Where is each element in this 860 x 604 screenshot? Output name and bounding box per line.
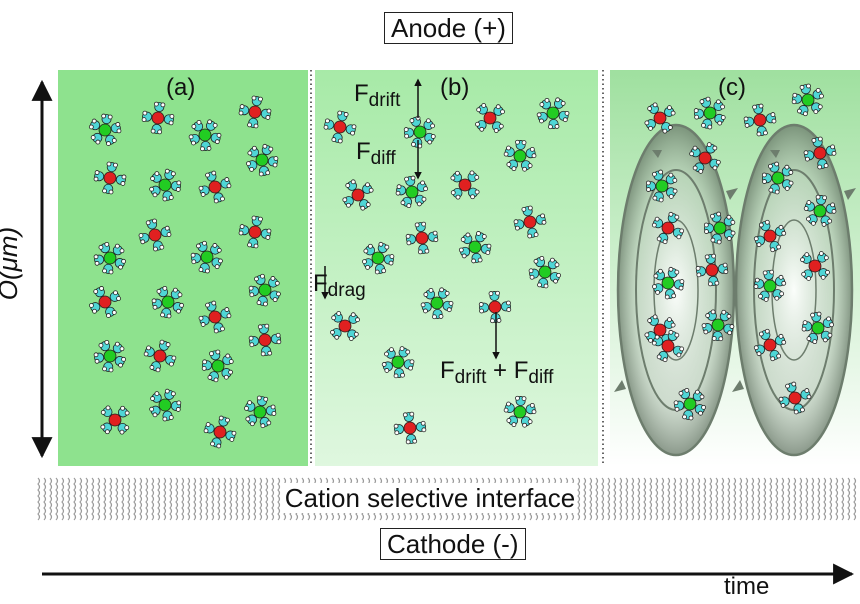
force-diff-label: Fdiff — [356, 138, 396, 169]
cation-icon — [330, 311, 360, 341]
anion-icon — [246, 143, 279, 177]
interface-label: Cation selective interface — [282, 483, 578, 513]
anion-icon — [673, 387, 706, 421]
ion-molecules — [88, 83, 837, 449]
time-axis-label: time — [724, 573, 770, 600]
anion-icon — [201, 349, 234, 383]
cation-icon — [651, 211, 685, 245]
cation-icon — [695, 253, 729, 287]
anion-icon — [803, 194, 837, 227]
cation-icon — [644, 102, 676, 134]
cation-icon — [478, 290, 512, 324]
anion-icon — [703, 211, 736, 245]
panel-b-label: (b) — [440, 74, 470, 101]
vortex-right — [734, 123, 854, 457]
anion-icon — [753, 269, 787, 302]
anion-icon — [701, 309, 735, 342]
anion-icon — [381, 346, 415, 379]
cation-icon — [405, 221, 439, 255]
anion-icon — [149, 168, 182, 202]
anion-icon — [88, 113, 122, 146]
cation-icon — [753, 219, 787, 253]
length-axis-label: O(μm) — [0, 226, 24, 301]
cation-icon — [141, 101, 175, 135]
anion-icon — [395, 175, 429, 209]
vortex-arrowheads — [614, 150, 856, 392]
panel-c-label: (c) — [718, 74, 746, 101]
force-sum-label: Fdrift + Fdiff — [440, 357, 554, 388]
anion-icon — [652, 266, 685, 300]
cation-icon — [651, 329, 685, 363]
anion-icon — [93, 339, 127, 373]
anion-icon — [403, 115, 436, 149]
anion-icon — [248, 273, 281, 307]
anion-icon — [151, 285, 185, 319]
cation-icon — [342, 179, 374, 211]
anion-icon — [93, 241, 127, 275]
anion-icon — [693, 96, 726, 130]
vortex-left — [616, 123, 736, 457]
cation-icon — [778, 381, 812, 415]
anion-icon — [801, 311, 835, 345]
cation-icon — [238, 215, 272, 249]
cation-icon — [248, 323, 282, 357]
cation-icon — [743, 103, 777, 137]
force-drift-label: Fdrift — [354, 80, 401, 111]
anion-icon — [503, 139, 537, 172]
cation-icon — [644, 314, 676, 346]
anion-icon — [362, 241, 395, 275]
cation-icon — [238, 95, 272, 129]
anion-icon — [536, 97, 570, 130]
anion-icon — [528, 255, 561, 289]
anion-icon — [458, 231, 492, 264]
anion-icon — [149, 388, 182, 422]
panel-a-label: (a) — [166, 74, 196, 101]
cation-icon — [198, 170, 232, 204]
anion-icon — [761, 161, 794, 195]
cation-icon — [198, 300, 232, 334]
anion-icon — [188, 119, 222, 152]
cation-icon — [803, 136, 837, 170]
anion-icon — [503, 395, 537, 428]
cation-icon — [513, 205, 547, 239]
anion-icon — [645, 169, 678, 203]
anion-icon — [791, 83, 824, 117]
cation-icon — [475, 103, 505, 133]
anion-icon — [420, 287, 454, 320]
anode-label: Anode (+) — [384, 12, 513, 44]
cathode-label: Cathode (-) — [380, 528, 526, 560]
anion-icon — [190, 240, 223, 274]
cation-icon — [143, 339, 177, 373]
cation-icon — [138, 218, 172, 252]
cation-icon — [689, 142, 721, 174]
cation-icon — [800, 251, 830, 281]
force-drag-label: Fdrag — [313, 270, 366, 301]
cation-icon — [93, 161, 127, 195]
cation-icon — [323, 110, 357, 144]
cation-icon — [100, 405, 130, 435]
cation-icon — [753, 328, 787, 362]
cation-icon — [89, 286, 121, 318]
cation-icon — [450, 170, 480, 200]
anion-icon — [244, 395, 277, 429]
cation-icon — [393, 411, 427, 445]
cation-icon — [203, 415, 237, 449]
